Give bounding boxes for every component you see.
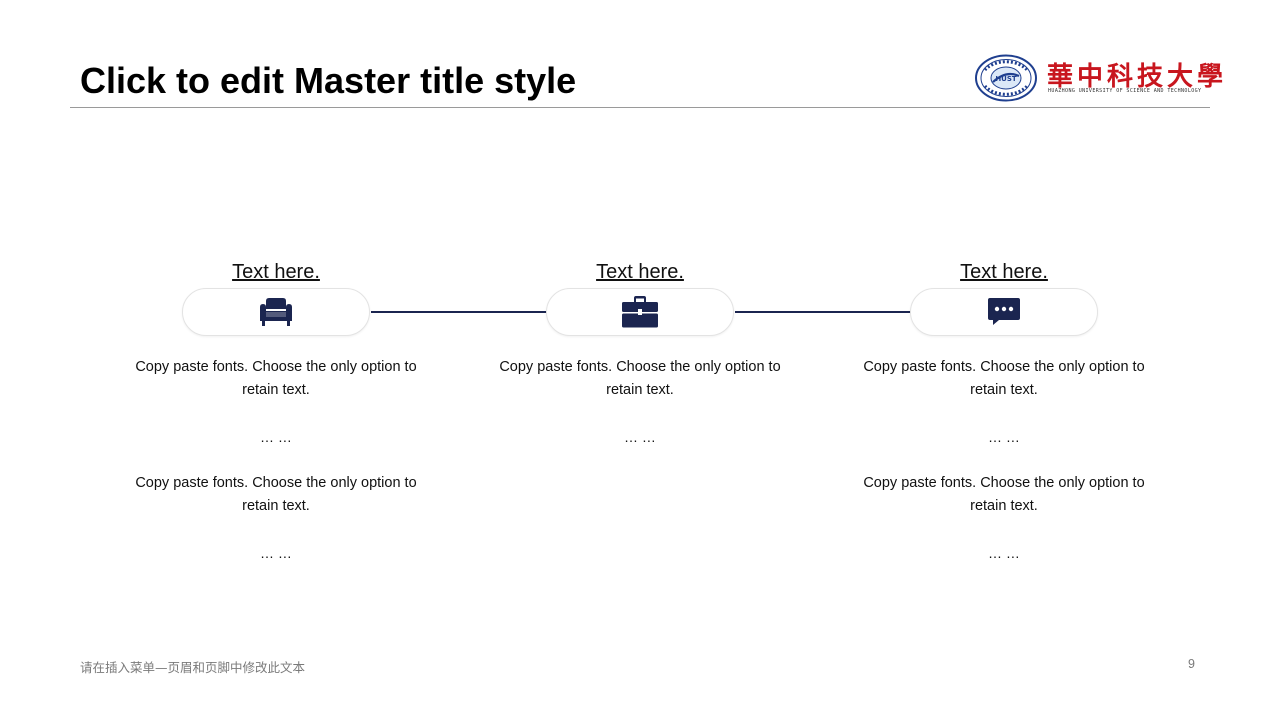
column-heading[interactable]: Text here. — [596, 261, 684, 283]
icon-pill — [182, 288, 370, 336]
column-ellipsis[interactable]: … … — [624, 429, 656, 445]
column-ellipsis[interactable]: … … — [988, 429, 1020, 445]
column-heading[interactable]: Text here. — [232, 261, 320, 283]
timeline-column-3: Text here. Copy paste fonts. Choose the … — [854, 258, 1154, 588]
footer-text[interactable]: 请在插入菜单—页眉和页脚中修改此文本 — [80, 660, 306, 675]
page-number: 9 — [1188, 657, 1195, 671]
chat-bubble-icon — [988, 298, 1020, 325]
timeline-column-2: Text here. Copy paste fonts. Choose the … — [490, 258, 790, 472]
briefcase-icon — [622, 296, 658, 328]
sofa-icon — [260, 298, 292, 326]
slide-title[interactable]: Click to edit Master title style — [80, 60, 577, 101]
university-chinese-name: 華中科技大學 — [1047, 62, 1228, 92]
timeline-connector-2 — [735, 311, 911, 313]
column-paragraph[interactable]: Copy paste fonts. Choose the only option… — [863, 475, 1145, 514]
column-ellipsis[interactable]: … … — [988, 545, 1020, 561]
svg-text:HUST: HUST — [995, 75, 1017, 83]
column-paragraph[interactable]: Copy paste fonts. Choose the only option… — [135, 475, 417, 514]
timeline-column-1: Text here. Copy paste fonts. Choose the … — [126, 258, 426, 588]
column-ellipsis[interactable]: … … — [260, 545, 292, 561]
icon-pill — [546, 288, 734, 336]
column-paragraph[interactable]: Copy paste fonts. Choose the only option… — [135, 359, 417, 398]
university-seal-icon: HUST — [975, 54, 1037, 102]
column-paragraph[interactable]: Copy paste fonts. Choose the only option… — [499, 359, 781, 398]
column-heading[interactable]: Text here. — [960, 261, 1048, 283]
university-english-name: HUAZHONG UNIVERSITY OF SCIENCE AND TECHN… — [1048, 88, 1202, 94]
title-divider — [70, 107, 1210, 108]
column-paragraph[interactable]: Copy paste fonts. Choose the only option… — [863, 359, 1145, 398]
timeline-connector-1 — [371, 311, 547, 313]
university-logo: HUST 華中科技大學 HUAZHONG UNIVERSITY OF SCIEN… — [975, 54, 1223, 102]
column-ellipsis[interactable]: … … — [260, 429, 292, 445]
icon-pill — [910, 288, 1098, 336]
